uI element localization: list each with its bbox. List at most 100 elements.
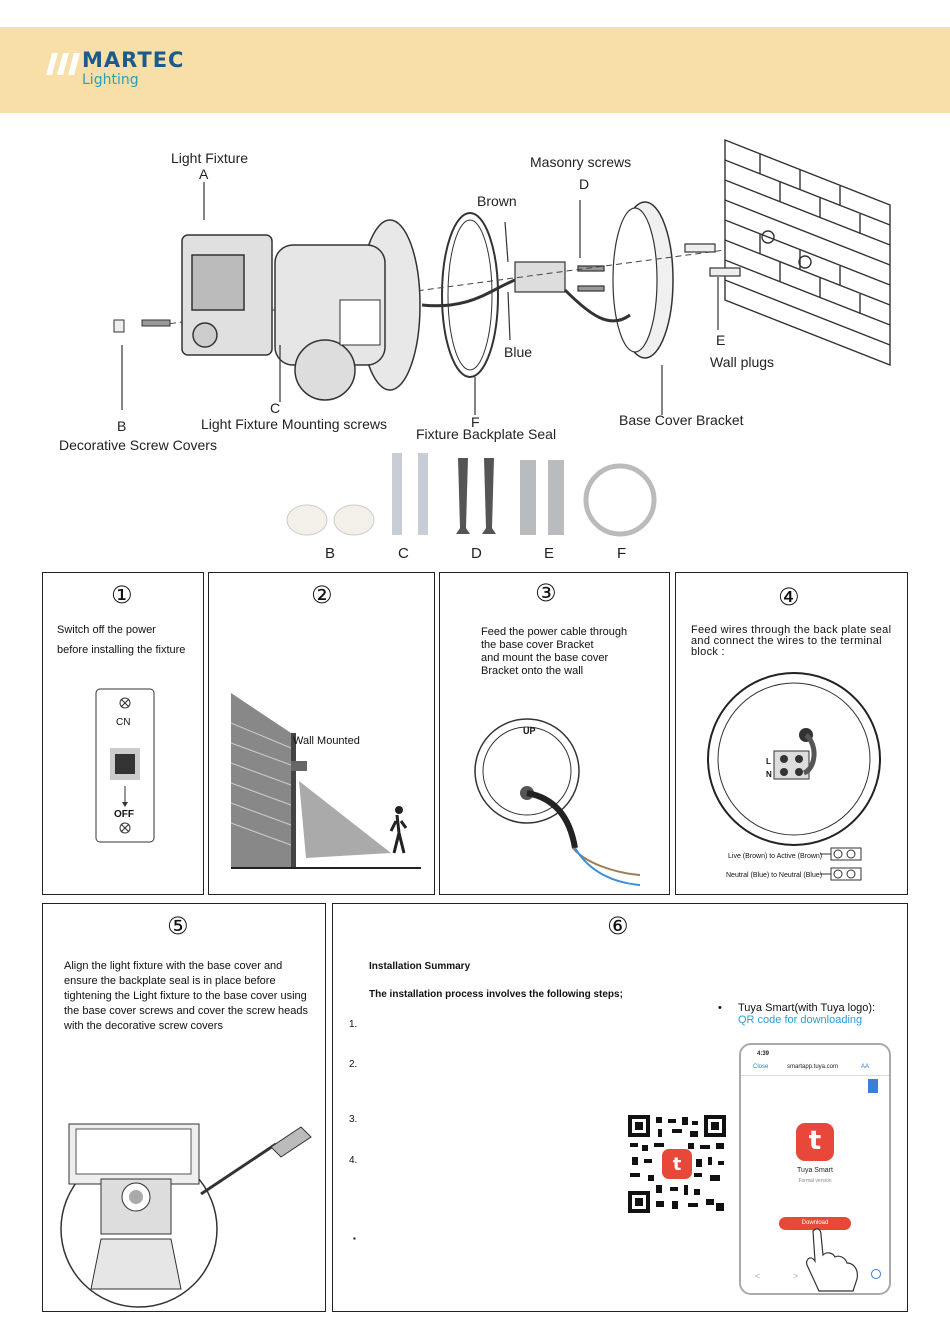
step-3-line-4: Bracket onto the wall xyxy=(481,665,584,677)
n-mark: N xyxy=(766,770,772,779)
label-light-fixture: Light Fixture xyxy=(171,150,249,166)
summary-item-2: 2. xyxy=(349,1059,358,1070)
label-c: C xyxy=(270,400,281,416)
phone-app-name: Tuya Smart xyxy=(797,1167,833,1174)
step-3-panel: ③ Feed the power cable through the base … xyxy=(439,572,670,895)
parts-row xyxy=(286,453,657,537)
mounting-screw-icon xyxy=(418,453,428,535)
step-5-panel: ⑤ Align the light fixture with the base … xyxy=(42,903,326,1312)
fixture-assembly-icon xyxy=(60,1123,312,1308)
label-decorative-screw-covers: Decorative Screw Covers xyxy=(59,437,217,453)
switch-off-label: OFF xyxy=(114,809,134,820)
brand-sub: Lighting xyxy=(82,72,139,88)
up-mark: UP xyxy=(523,726,536,736)
summary-item-4: 4. xyxy=(349,1155,358,1166)
phone-mockup: 4:39 Close smartapp.tuya.com AA t Tuya S… xyxy=(739,1043,891,1295)
brand-name: MARTEC xyxy=(82,48,185,72)
summary-intro: The installation process involves the fo… xyxy=(369,989,623,1000)
phone-app-sub: Formal version xyxy=(798,1178,832,1184)
step-5-number: ⑤ xyxy=(167,912,189,940)
nav-forward-icon[interactable]: > xyxy=(793,1271,799,1281)
step-5-line-5: with the decorative screw covers xyxy=(64,1020,223,1032)
qr-download-link[interactable]: QR code for downloading xyxy=(738,1014,863,1026)
screwdriver-icon xyxy=(200,1142,277,1196)
switch-on-label: CN xyxy=(116,717,131,728)
step-4-line-3: block : xyxy=(691,646,725,658)
masonry-screw-icon xyxy=(456,458,470,534)
step-1-line-1: Switch off the power xyxy=(57,624,156,636)
nav-back-icon[interactable]: < xyxy=(755,1271,761,1281)
step-3-line-3: and mount the base cover xyxy=(481,652,609,664)
step-2-number: ② xyxy=(311,581,333,609)
parts-label-b: B xyxy=(325,545,336,562)
step-4-panel: ④ Feed wires through the back plate seal… xyxy=(675,572,908,895)
terminal-block-icon xyxy=(514,261,566,293)
label-backplate-seal: Fixture Backplate Seal xyxy=(416,426,557,442)
live-wiring-label: Live (Brown) to Active (Brown) xyxy=(728,853,823,860)
label-b: B xyxy=(117,418,127,434)
qr-code-icon[interactable]: t xyxy=(628,1115,726,1213)
summary-item-3: 3. xyxy=(349,1114,358,1125)
tuya-app-icon: t xyxy=(796,1123,834,1161)
step-1-number: ① xyxy=(111,581,133,609)
phone-time: 4:39 xyxy=(757,1051,770,1057)
label-wall-plugs: Wall plugs xyxy=(710,354,775,370)
label-d: D xyxy=(579,176,590,192)
step-3-number: ③ xyxy=(535,579,557,607)
brick-wall-icon xyxy=(724,138,891,367)
phone-divider xyxy=(741,1075,889,1076)
l-mark: L xyxy=(766,757,771,766)
label-f: F xyxy=(471,414,480,430)
step-4-line-2: and connect the wires to the terminal xyxy=(691,635,882,647)
phone-aa[interactable]: AA xyxy=(861,1064,870,1070)
compass-icon[interactable] xyxy=(871,1269,881,1279)
summary-title: Installation Summary xyxy=(369,961,471,972)
app-bullet-text: Tuya Smart(with Tuya logo): xyxy=(738,1002,876,1014)
wall-plugs-icon xyxy=(684,243,741,277)
parts-label-f: F xyxy=(617,545,627,562)
masonry-screw-icon xyxy=(482,458,496,534)
app-bullet-dot: • xyxy=(718,1002,722,1014)
base-bracket-icon xyxy=(474,718,641,886)
phone-url[interactable]: smartapp.tuya.com xyxy=(787,1064,839,1070)
svg-text:t: t xyxy=(673,1154,682,1175)
step-2-panel: ② Wall Mounted xyxy=(208,572,435,895)
seal-ring-icon xyxy=(583,463,657,537)
terminal-block-diagram xyxy=(707,672,881,881)
parts-label-c: C xyxy=(398,545,409,562)
wall-mounted-caption: Wall Mounted xyxy=(293,735,360,747)
parts-label-d: D xyxy=(471,545,482,562)
step-3-line-1: Feed the power cable through xyxy=(481,626,628,638)
brand-logo-stripes-icon xyxy=(46,53,80,75)
bookmark-icon[interactable] xyxy=(868,1079,878,1093)
summary-bullet: ▪ xyxy=(353,1234,356,1243)
phone-download-button[interactable]: Download xyxy=(779,1217,851,1230)
step-6-number: ⑥ xyxy=(607,912,629,940)
breaker-switch-icon xyxy=(95,688,155,843)
screw-cover-icon xyxy=(286,504,328,536)
parts-label-e: E xyxy=(544,545,555,562)
mounting-screw-icon xyxy=(392,453,402,535)
neutral-wiring-label: Neutral (Blue) to Neutral (Blue) xyxy=(726,872,823,879)
label-a: A xyxy=(199,166,209,182)
person-icon xyxy=(395,806,403,814)
label-brown: Brown xyxy=(477,193,517,209)
backplate-seal-icon xyxy=(441,212,499,378)
header-banner xyxy=(0,27,950,113)
exploded-diagram xyxy=(113,138,891,415)
step-5-line-3: tightening the Light fixture to the base… xyxy=(64,990,307,1002)
label-base-cover-bracket: Base Cover Bracket xyxy=(619,412,744,428)
wall-plug-icon xyxy=(520,460,536,535)
step-5-line-1: Align the light fixture with the base co… xyxy=(64,960,283,972)
masonry-screws-icon xyxy=(577,265,605,292)
phone-close[interactable]: Close xyxy=(753,1064,769,1070)
summary-item-1: 1. xyxy=(349,1019,358,1030)
step-6-panel: ⑥ Installation Summary The installation … xyxy=(332,903,908,1312)
label-blue: Blue xyxy=(504,344,533,360)
hand-pointer-icon xyxy=(806,1228,858,1292)
label-masonry-screws: Masonry screws xyxy=(530,154,632,170)
label-mounting-screws: Light Fixture Mounting screws xyxy=(201,416,387,432)
label-e: E xyxy=(716,332,726,348)
step-4-line-1: Feed wires through the back plate seal xyxy=(691,624,892,636)
step-4-number: ④ xyxy=(778,583,800,611)
